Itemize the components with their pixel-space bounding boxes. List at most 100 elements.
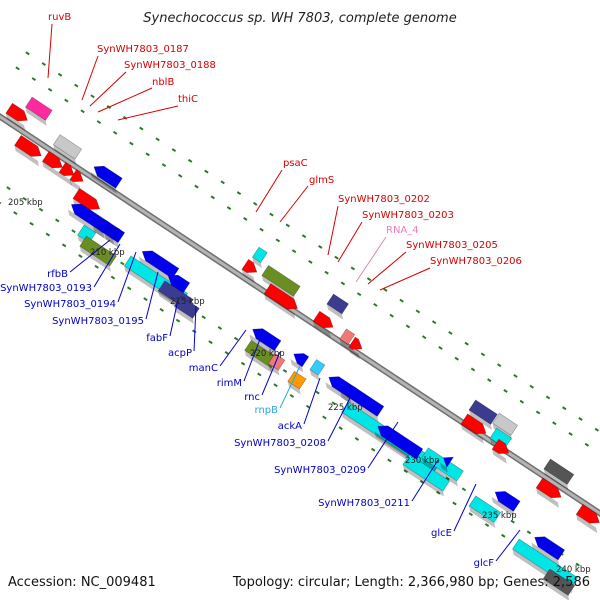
- gene-feature: [69, 169, 84, 192]
- tick-mark: [240, 361, 246, 366]
- gene-feature: [468, 399, 498, 430]
- tick-mark: [112, 130, 118, 135]
- gene-feature: [263, 283, 298, 320]
- tick-mark: [90, 94, 95, 99]
- tick-mark: [468, 512, 473, 517]
- label-SynWH7803_0194: SynWH7803_0194: [24, 299, 116, 310]
- tick-mark: [120, 261, 125, 266]
- tick-mark: [421, 335, 427, 340]
- tick-mark: [143, 297, 148, 302]
- tick-mark: [29, 221, 34, 226]
- tick-mark: [6, 186, 11, 191]
- label-leaders: [47, 23, 521, 562]
- tick-mark: [350, 266, 356, 271]
- tick-marks: [0, 51, 600, 570]
- tick-mark: [454, 356, 459, 361]
- tick-mark: [275, 238, 281, 243]
- leader-line: [219, 329, 247, 367]
- tick-mark: [291, 249, 297, 254]
- tick-mark: [338, 426, 343, 431]
- tick-mark: [13, 211, 18, 216]
- tick-mark: [305, 404, 311, 409]
- label-rnpB: rnpB: [255, 405, 279, 416]
- tick-mark: [356, 292, 362, 297]
- kbp-label-205: 205 kbp: [8, 198, 43, 208]
- tick-mark: [194, 184, 199, 189]
- tick-mark: [318, 244, 323, 249]
- gene-feature: [339, 328, 356, 350]
- gene-feature: [535, 477, 562, 508]
- gene-feature: [90, 165, 123, 194]
- gene-feature: [41, 150, 63, 178]
- gene-feature: [468, 495, 502, 529]
- tick-mark: [282, 369, 288, 373]
- tick-mark: [584, 442, 590, 447]
- label-SynWH7803_0193: SynWH7803_0193: [0, 283, 92, 294]
- tick-mark: [301, 234, 307, 239]
- tick-mark: [178, 173, 183, 178]
- tick-mark: [461, 487, 467, 492]
- tick-mark: [487, 378, 492, 383]
- tick-mark: [354, 437, 360, 441]
- gene-feature: [93, 220, 111, 239]
- tick-mark: [575, 562, 580, 567]
- label-rimM: rimM: [217, 378, 242, 389]
- tick-mark: [503, 389, 508, 393]
- tick-mark: [285, 223, 290, 228]
- tick-mark: [243, 216, 248, 221]
- tick-mark: [0, 201, 2, 205]
- tick-mark: [594, 427, 600, 432]
- tick-mark: [236, 191, 242, 196]
- leader-line: [169, 299, 179, 337]
- gene-feature: [491, 438, 510, 464]
- leader-line: [81, 55, 99, 101]
- label-SynWH7803_0195: SynWH7803_0195: [52, 316, 144, 327]
- tick-mark: [80, 109, 85, 114]
- tick-mark: [161, 163, 167, 168]
- gene-feature: [79, 235, 117, 272]
- tick-mark: [438, 346, 443, 350]
- gene-feature: [421, 447, 464, 487]
- label-psaC: psaC: [283, 158, 308, 169]
- label-ackA: ackA: [278, 421, 302, 432]
- tick-mark: [399, 298, 404, 303]
- leader-line: [243, 333, 263, 382]
- tick-mark: [334, 255, 339, 260]
- tick-mark: [387, 458, 392, 463]
- leader-line: [279, 365, 301, 409]
- leader-line: [69, 239, 111, 273]
- tick-mark: [519, 399, 525, 404]
- tick-mark: [370, 447, 376, 452]
- tick-mark: [259, 227, 264, 232]
- leader-line: [355, 236, 387, 283]
- tick-mark: [545, 395, 551, 400]
- tick-mark: [552, 421, 557, 426]
- leader-line: [117, 105, 179, 121]
- tick-mark: [464, 341, 469, 346]
- tick-mark: [405, 324, 411, 329]
- tick-mark: [257, 372, 262, 377]
- gene-feature: [460, 413, 487, 444]
- tick-mark: [192, 329, 197, 334]
- gene-feature: [287, 370, 307, 395]
- leader-line: [97, 87, 153, 113]
- gene-feature: [340, 386, 385, 422]
- leader-line: [337, 221, 363, 263]
- leader-line: [327, 205, 339, 256]
- label-manC: manC: [189, 363, 218, 374]
- map-title: Synechococcus sp. WH 7803, complete geno…: [143, 11, 456, 26]
- genome-backbone: [0, 113, 600, 517]
- tick-mark: [45, 232, 51, 237]
- tick-mark: [578, 417, 583, 421]
- label-SynWH7803_0203: SynWH7803_0203: [362, 210, 454, 221]
- tick-mark: [529, 384, 534, 389]
- leader-line: [367, 421, 399, 469]
- tick-mark: [96, 120, 102, 125]
- tick-mark: [366, 277, 372, 282]
- tick-mark: [448, 330, 453, 335]
- label-SynWH7803_0206: SynWH7803_0206: [430, 256, 522, 267]
- tick-mark: [253, 201, 258, 206]
- tick-mark: [217, 326, 223, 330]
- tick-mark: [445, 476, 450, 481]
- tick-mark: [484, 523, 490, 527]
